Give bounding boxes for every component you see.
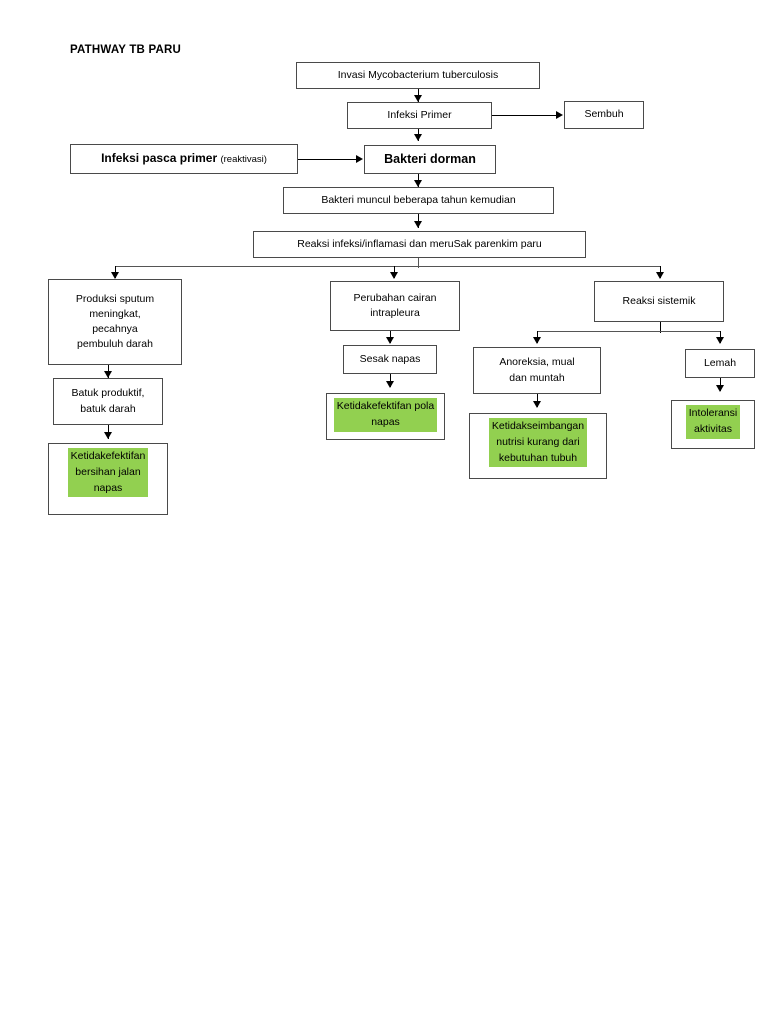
arrowhead-down-icon (532, 401, 541, 408)
arrowhead-down-icon (385, 381, 394, 388)
arrowhead-right-icon (356, 154, 363, 163)
node-anoreksia-mual-muntah: Anoreksia, mual dan muntah (473, 347, 601, 394)
node-sembuh: Sembuh (564, 101, 644, 129)
node-perubahan-cairan-intrapleura: Perubahan cairan intrapleura (330, 281, 460, 331)
node-label-note: (reaktivasi) (220, 154, 267, 166)
arrowhead-down-icon (655, 272, 664, 279)
node-label: Sesak napas (359, 352, 421, 365)
node-label: Invasi Mycobacterium tuberculosis (337, 68, 499, 81)
node-sesak-napas: Sesak napas (343, 345, 437, 374)
arrowhead-down-icon (389, 272, 398, 279)
node-label: Ketidakseimbangan nutrisi kurang dari ke… (488, 418, 588, 468)
arrowhead-down-icon (413, 180, 422, 187)
connector-split-stem (418, 258, 419, 268)
node-intoleransi-aktivitas: Intoleransi aktivitas (671, 400, 755, 449)
node-label-main: Infeksi pasca primer (101, 151, 221, 166)
node-bakteri-muncul: Bakteri muncul beberapa tahun kemudian (283, 187, 554, 214)
node-lemah: Lemah (685, 349, 755, 378)
node-produksi-sputum: Produksi sputum meningkat, pecahnya pemb… (48, 279, 182, 365)
arrowhead-down-icon (385, 337, 394, 344)
node-label: Reaksi sistemik (622, 294, 696, 307)
page-title: PATHWAY TB PARU (70, 44, 181, 56)
node-label: Ketidakefektifan bersihan jalan napas (67, 448, 149, 498)
node-reaksi-sistemik: Reaksi sistemik (594, 281, 724, 322)
node-ketidakefektifan-bersihan-jalan-napas: Ketidakefektifan bersihan jalan napas (48, 443, 168, 515)
node-label: Produksi sputum meningkat, pecahnya pemb… (75, 292, 155, 351)
arrowhead-down-icon (413, 95, 422, 102)
connector-reaksisistemik-split-stem (660, 322, 661, 333)
connector-reaksisistemik-split-bar (537, 331, 720, 332)
node-label: Lemah (703, 356, 737, 369)
node-batuk-produktif: Batuk produktif, batuk darah (53, 378, 163, 425)
node-label: Reaksi infeksi/inflamasi dan meruSak par… (297, 237, 542, 250)
node-infeksi-primer: Infeksi Primer (347, 102, 492, 129)
node-label: Intoleransi aktivitas (685, 405, 741, 439)
connector-sesaknapas-to-polanapas (390, 374, 391, 387)
arrowhead-down-icon (413, 134, 422, 141)
node-bakteri-dorman: Bakteri dorman (364, 145, 496, 174)
node-label: Ketidakefektifan pola napas (333, 398, 438, 432)
arrowhead-right-icon (556, 110, 563, 119)
node-label: Perubahan cairan intrapleura (353, 291, 437, 319)
arrowhead-down-icon (413, 221, 422, 228)
node-label: Infeksi pasca primer (reaktivasi) (75, 150, 293, 167)
arrowhead-down-icon (715, 385, 724, 392)
node-reaksi-infeksi-inflamasi: Reaksi infeksi/inflamasi dan meruSak par… (253, 231, 586, 258)
node-ketidakseimbangan-nutrisi: Ketidakseimbangan nutrisi kurang dari ke… (469, 413, 607, 479)
node-label: Sembuh (584, 108, 624, 121)
arrowhead-down-icon (532, 337, 541, 344)
connector-pascaprimer-to-bakteridorman (298, 159, 356, 160)
arrowhead-down-icon (110, 272, 119, 279)
node-invasi-mycobacterium: Invasi Mycobacterium tuberculosis (296, 62, 540, 89)
node-ketidakefektifan-pola-napas: Ketidakefektifan pola napas (326, 393, 445, 440)
node-infeksi-pasca-primer: Infeksi pasca primer (reaktivasi) (70, 144, 298, 174)
connector-lemah-to-intoleransi (720, 378, 721, 391)
arrowhead-down-icon (715, 337, 724, 344)
connector-split-bar (115, 266, 661, 267)
node-label: Batuk produktif, batuk darah (71, 387, 145, 415)
connector-infeksiprimer-to-sembuh (492, 115, 556, 116)
node-label: Bakteri muncul beberapa tahun kemudian (321, 193, 516, 206)
connector-anoreksia-to-nutrisi (537, 394, 538, 407)
node-label: Anoreksia, mual dan muntah (499, 356, 575, 384)
arrowhead-down-icon (103, 371, 112, 378)
node-label: Bakteri dorman (384, 152, 476, 167)
node-label: Infeksi Primer (387, 108, 452, 121)
arrowhead-down-icon (103, 432, 112, 439)
